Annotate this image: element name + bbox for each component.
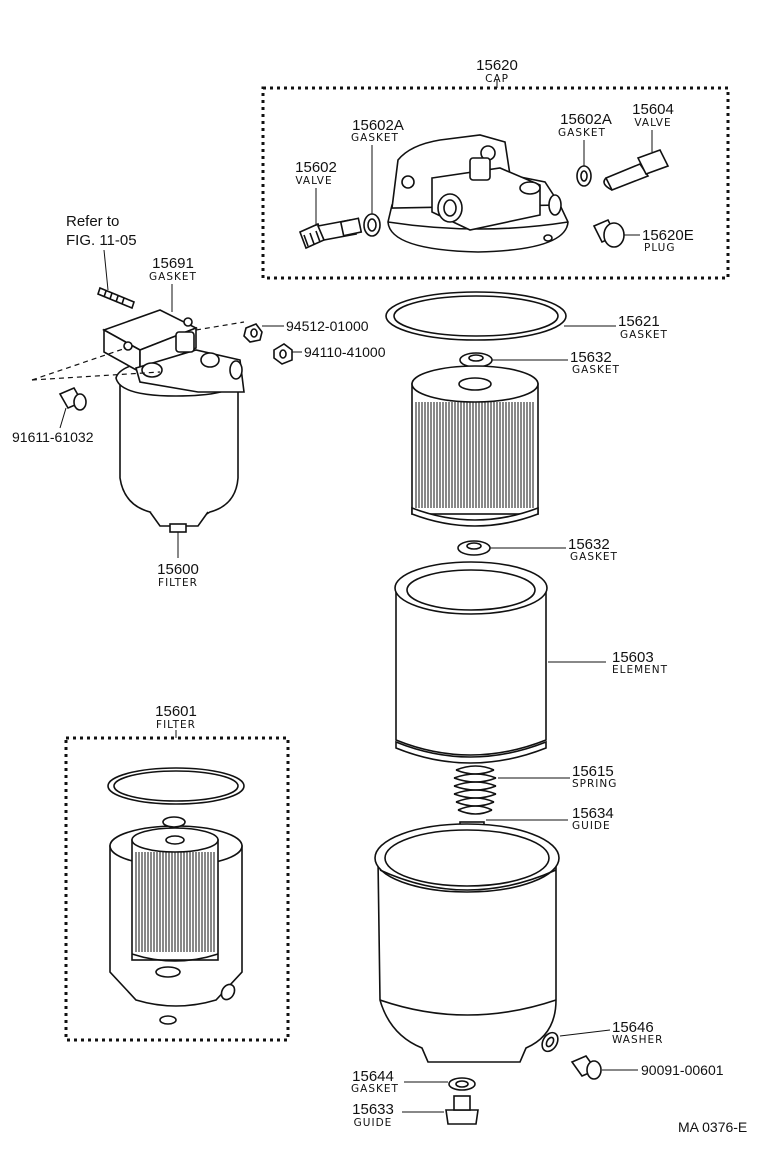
callout-15621: 15621 GASKET	[564, 313, 668, 341]
part-name-washer: WASHER	[612, 1034, 663, 1046]
part-number-15604: 15604	[632, 101, 674, 118]
callout-15604: 15604 VALVE	[632, 101, 674, 152]
callout-94110: 94110-41000	[292, 344, 386, 360]
figure-code: MA 0376-E	[678, 1119, 747, 1135]
plug-90091-drawing	[570, 1055, 602, 1080]
callout-15644: 15644 GASKET	[351, 1068, 448, 1095]
gasket-15632-mid-drawing	[457, 540, 491, 556]
part-number-15620E: 15620E	[642, 227, 694, 244]
callout-15615: 15615 SPRING	[498, 763, 617, 790]
part-name-valve-15602: VALVE	[295, 175, 332, 187]
part-number-15632-mid: 15632	[568, 536, 610, 553]
reference-line-1: Refer to	[66, 213, 119, 230]
spring-15615-drawing	[453, 765, 497, 815]
part-number-15600: 15600	[157, 561, 199, 578]
filter-15601-pleats	[135, 852, 215, 952]
part-number-15615: 15615	[572, 763, 614, 780]
part-name-guide-15634: GUIDE	[572, 820, 611, 832]
part-number-15601: 15601	[155, 703, 197, 720]
part-number-15603: 15603	[612, 649, 654, 666]
callout-15602A-left: 15602A GASKET	[351, 117, 404, 214]
callout-15620E: 15620E PLUG	[624, 227, 694, 254]
plug-15620E-drawing	[592, 218, 625, 248]
part-number-94110-41000: 94110-41000	[304, 344, 386, 360]
filter-15601-drawing	[107, 767, 245, 1025]
part-name-filter-15601: FILTER	[156, 719, 196, 731]
callout-91611: 91611-61032	[12, 407, 94, 445]
element-15603-drawing	[394, 561, 548, 764]
reference-note: Refer to FIG. 11-05	[66, 213, 137, 291]
gasket-15602A-right-drawing	[576, 165, 592, 187]
part-number-15602A-left: 15602A	[352, 117, 404, 134]
callout-15646: 15646 WASHER	[559, 1019, 663, 1046]
part-number-15632-top: 15632	[570, 349, 612, 366]
part-number-15620: 15620	[476, 57, 518, 74]
part-name-gasket-15691: GASKET	[149, 271, 197, 283]
part-name-gasket-15644: GASKET	[351, 1083, 399, 1095]
part-number-94512-01000: 94512-01000	[286, 318, 369, 334]
part-name-spring: SPRING	[572, 778, 617, 790]
part-name-gasket-15632-mid: GASKET	[570, 551, 618, 563]
plug-91611-drawing	[58, 386, 87, 411]
callout-15601: 15601 FILTER	[155, 703, 197, 731]
callout-15602A-right: 15602A GASKET	[558, 111, 612, 166]
stud-bolt-drawing	[97, 286, 135, 310]
bowl-drawing	[374, 823, 560, 1063]
part-number-15691: 15691	[152, 255, 194, 272]
callout-94512: 94512-01000	[262, 318, 369, 334]
cap-group-box	[261, 80, 730, 280]
callout-90091: 90091-00601	[602, 1062, 724, 1078]
part-number-15646: 15646	[612, 1019, 654, 1036]
gasket-15621-drawing	[385, 291, 567, 341]
part-number-15634: 15634	[572, 805, 614, 822]
part-name-guide-15633: GUIDE	[354, 1117, 393, 1129]
element-pleats	[415, 402, 534, 508]
part-name-gasket-15632-top: GASKET	[572, 364, 620, 376]
gasket-15644-drawing	[448, 1077, 476, 1091]
assembled-filter-15600-drawing	[102, 309, 245, 533]
part-number-15633: 15633	[352, 1101, 394, 1118]
part-number-15602A-right: 15602A	[560, 111, 612, 128]
part-name-gasket-15602A-left: GASKET	[351, 132, 399, 144]
part-name-cap: CAP	[485, 73, 509, 85]
part-number-15621: 15621	[618, 313, 660, 330]
valve-15604-drawing	[603, 149, 670, 192]
nut-94512-drawing	[243, 323, 263, 343]
part-number-15644: 15644	[352, 1068, 394, 1085]
callout-15633: 15633 GUIDE	[352, 1101, 444, 1129]
gasket-15632-top-drawing	[459, 352, 493, 368]
part-name-valve-15604: VALVE	[634, 117, 671, 129]
filter-15601-group-box	[64, 730, 290, 1042]
part-name-gasket-15602A-right: GASKET	[558, 127, 606, 139]
guide-15633-drawing	[445, 1095, 479, 1125]
part-name-plug: PLUG	[644, 242, 675, 254]
callout-15632-top: 15632 GASKET	[492, 349, 620, 376]
part-name-gasket-15621: GASKET	[620, 329, 668, 341]
callout-15691: 15691 GASKET	[149, 255, 197, 312]
callout-15600: 15600 FILTER	[157, 532, 199, 589]
callout-15603: 15603 ELEMENT	[548, 649, 668, 676]
inner-element-drawing	[411, 365, 539, 527]
gasket-15602A-left-drawing	[363, 213, 381, 237]
callout-15620: 15620 CAP	[476, 57, 518, 85]
part-name-filter-15600: FILTER	[158, 577, 198, 589]
callout-15632-mid: 15632 GASKET	[490, 536, 618, 563]
valve-15602-drawing	[298, 217, 363, 250]
dashed-leader-91611	[31, 321, 245, 381]
part-number-90091-00601: 90091-00601	[641, 1062, 724, 1078]
callout-15602: 15602 VALVE	[295, 159, 337, 226]
cap-body-drawing	[387, 134, 569, 253]
part-number-15602: 15602	[295, 159, 337, 176]
callout-15634: 15634 GUIDE	[486, 805, 614, 832]
washer-15646-drawing	[541, 1031, 559, 1053]
part-name-element: ELEMENT	[612, 664, 668, 676]
part-number-91611-61032: 91611-61032	[12, 429, 94, 445]
reference-line-2: FIG. 11-05	[66, 232, 137, 249]
nut-94110-drawing	[273, 343, 293, 365]
